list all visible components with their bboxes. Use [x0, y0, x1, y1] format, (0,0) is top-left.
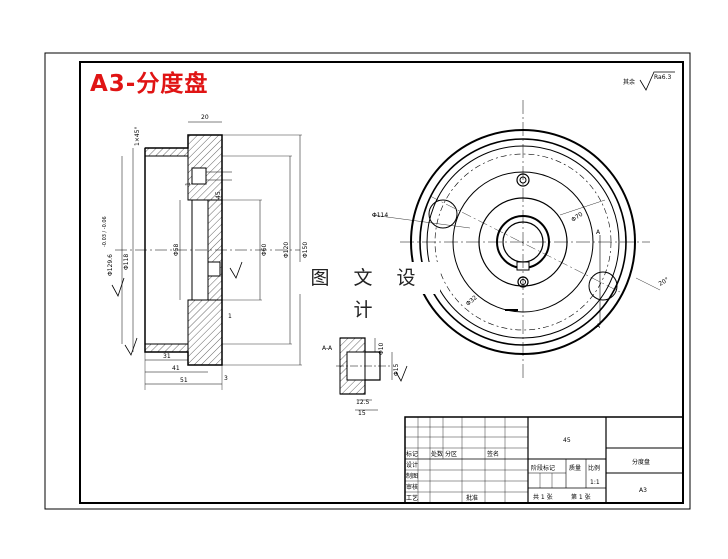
dim-12-5: 12.5 — [356, 399, 370, 406]
dim-41: 41 — [172, 365, 180, 372]
tb-row-2: 分区 — [445, 450, 457, 458]
dim-phi15: Φ15 — [393, 363, 400, 376]
dim-phi32: Φ32 — [465, 294, 479, 307]
tb-scale: 1:1 — [590, 479, 600, 486]
svg-text:其余: 其余 — [623, 78, 635, 86]
section-label: A-A — [322, 345, 333, 352]
inner-frame — [79, 61, 684, 504]
tb-stage-label: 阶段标记 — [531, 464, 555, 472]
tb-approve: 批准 — [466, 494, 478, 502]
a-label-top: A — [596, 229, 601, 236]
dim-31: 31 — [163, 353, 171, 360]
tb-designer: 设计 — [406, 461, 418, 469]
dim-phi70: Φ70 — [570, 211, 584, 224]
outer-frame — [44, 52, 691, 510]
section-view — [111, 121, 302, 390]
tb-row-0: 标记 — [406, 450, 418, 458]
dim-phi58: Φ58 — [173, 243, 180, 256]
dim-51: 51 — [180, 377, 188, 384]
tb-sheet-no: 第 1 张 — [571, 493, 591, 501]
tb-row-3: 签名 — [487, 450, 499, 458]
tb-process: 工艺 — [406, 494, 418, 502]
svg-text:Ra6.3: Ra6.3 — [654, 74, 671, 81]
title-block — [404, 416, 684, 504]
dim-3: 3 — [224, 375, 228, 382]
page-title: A3-分度盘 — [90, 71, 209, 97]
tb-sheet-count: 共 1 张 — [533, 493, 553, 501]
tb-material: 45 — [563, 437, 571, 444]
roughness-note: 其余 Ra6.3 — [623, 71, 675, 91]
dim-phi114: Φ114 — [372, 212, 388, 219]
dim-phi150: Φ150 — [302, 242, 309, 258]
tb-part-name: 分度盘 — [632, 458, 650, 466]
dim-phi10: Φ10 — [378, 342, 385, 355]
dim-phi129: Φ129.6 — [107, 254, 114, 276]
a-label-bottom: A — [596, 323, 601, 330]
tb-drafter: 制图 — [406, 472, 418, 480]
dim-1b: 1 — [228, 313, 232, 320]
dim-phi118: Φ118 — [123, 254, 130, 270]
dim-15: 15 — [358, 410, 366, 417]
detail-a-a — [336, 337, 408, 411]
tb-sheet-size: A3 — [639, 487, 647, 494]
dim-1: 1 — [185, 182, 192, 186]
tb-scale-label: 比例 — [588, 464, 600, 472]
tb-row-1: 处数 — [431, 450, 443, 458]
tb-reviewer: 审核 — [406, 483, 418, 491]
dim-phi60: Φ60 — [261, 243, 268, 256]
tb-weight-label: 质量 — [569, 464, 581, 472]
dim-20: 20 — [201, 114, 209, 121]
dim-phi120: Φ120 — [283, 242, 290, 258]
front-view — [371, 100, 661, 380]
watermark: 图 文 设 计 — [295, 262, 440, 321]
dim-phi129-tol: -0.03 / -0.06 — [102, 216, 108, 247]
dim-20deg: 20° — [658, 276, 671, 287]
dim-45: 45 — [215, 191, 222, 199]
dim-chamfer: 1×45° — [134, 127, 141, 146]
